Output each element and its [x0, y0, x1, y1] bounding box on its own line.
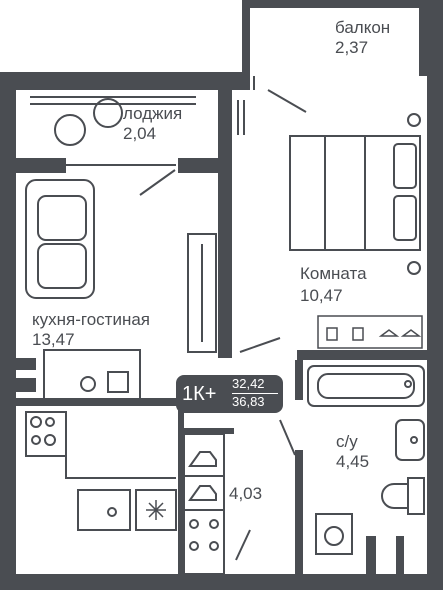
label-balcony-area: 2,37 [335, 38, 369, 57]
apartment-badge: 1К+ 32,42 36,83 [176, 375, 283, 413]
label-kitchen-area: 13,47 [32, 330, 75, 349]
washing-machine-icon [315, 513, 353, 555]
sink-icon [395, 419, 425, 461]
kitchen-counter [65, 412, 177, 531]
windows [30, 76, 255, 166]
sofa-icon [25, 179, 95, 299]
doors [139, 89, 307, 561]
tv-icon [187, 233, 217, 353]
label-hall-area: 4,03 [229, 484, 263, 503]
area-divider [232, 393, 278, 394]
bathtub-icon [307, 365, 425, 407]
fridge-icon [146, 500, 166, 520]
hanger-icon [317, 315, 423, 349]
label-loggia-name: лоджия [123, 104, 183, 123]
apartment-type: 1К+ [182, 383, 217, 405]
stove-icon [25, 411, 67, 457]
toilet-icon [381, 477, 425, 515]
label-room-name: Комната [300, 264, 367, 283]
label-bathroom-area: 4,45 [336, 452, 370, 471]
total-area: 36,83 [232, 394, 265, 409]
table-icon [43, 349, 141, 401]
label-bathroom-name: с/у [336, 432, 358, 451]
shoes-icon [183, 433, 225, 575]
bed-icon [289, 113, 421, 275]
chair-icon [54, 98, 123, 146]
living-area: 32,42 [232, 376, 265, 391]
bath-fixtures [366, 536, 404, 574]
label-balcony-name: балкон [335, 18, 391, 37]
label-kitchen-name: кухня-гостиная [32, 310, 150, 329]
label-loggia-area: 2,04 [123, 124, 157, 143]
wall-segments [16, 358, 36, 392]
label-room-area: 10,47 [300, 286, 343, 305]
